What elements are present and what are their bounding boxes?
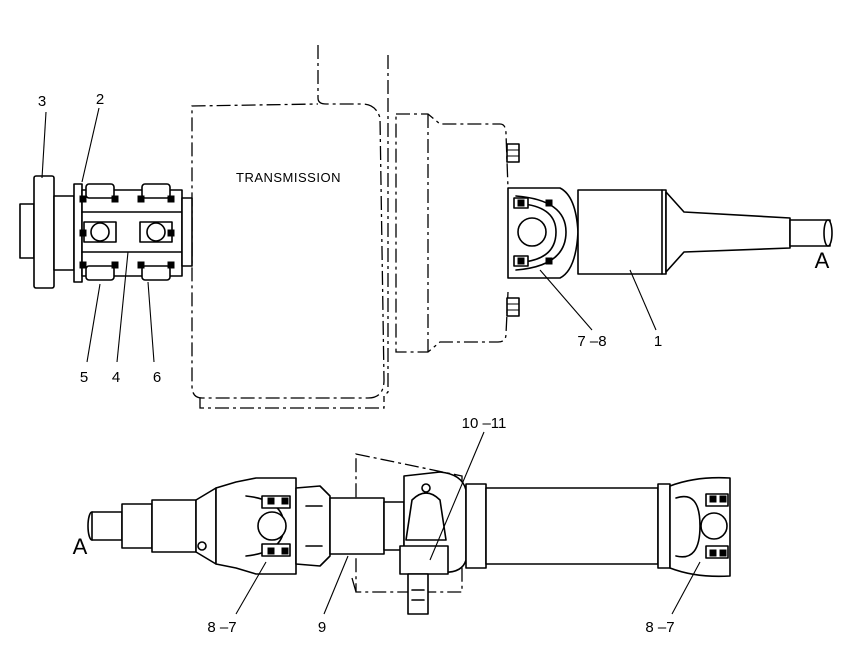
transmission-label: TRANSMISSION <box>236 170 341 185</box>
callout-1: 1 <box>654 333 662 350</box>
transmission-housing <box>191 97 385 399</box>
leader-lines <box>41 107 701 615</box>
companion-flange <box>19 175 83 289</box>
lower-left-universal-joint <box>215 477 331 575</box>
upper-drive-shaft <box>577 189 833 275</box>
callout-9: 9 <box>318 619 326 636</box>
callout-7-8: 7 –8 <box>577 333 606 350</box>
lower-right-universal-joint <box>669 476 731 578</box>
upper-view: TRANSMISSION <box>19 45 833 409</box>
lower-drive-tube <box>465 483 671 569</box>
adapter-bolt-top <box>506 143 520 163</box>
lower-stub-shaft <box>87 487 217 565</box>
view-marker-upper: A <box>815 248 830 273</box>
callout-8-7-right: 8 –7 <box>645 619 674 636</box>
center-bearing <box>399 471 467 615</box>
adapter-bolt-bottom <box>506 297 520 317</box>
callout-5: 5 <box>80 369 88 386</box>
housing-side <box>383 98 389 397</box>
view-marker-lower: A <box>73 534 88 559</box>
center-shaft <box>329 497 405 555</box>
lower-view <box>87 453 731 615</box>
left-universal-joint <box>79 183 193 281</box>
callout-3: 3 <box>38 93 46 110</box>
upper-slip-yoke <box>507 187 579 279</box>
housing-base <box>199 396 385 409</box>
adapter-housing <box>395 113 509 353</box>
callout-4: 4 <box>112 369 120 386</box>
callout-10-11: 10 –11 <box>462 415 507 432</box>
callouts: 3 2 5 4 6 7 –8 1 10 –11 8 –7 9 8 –7 A A <box>38 91 830 636</box>
callout-2: 2 <box>96 91 104 108</box>
callout-8-7-left: 8 –7 <box>207 619 236 636</box>
bracket-foot <box>351 577 357 593</box>
callout-6: 6 <box>153 369 161 386</box>
